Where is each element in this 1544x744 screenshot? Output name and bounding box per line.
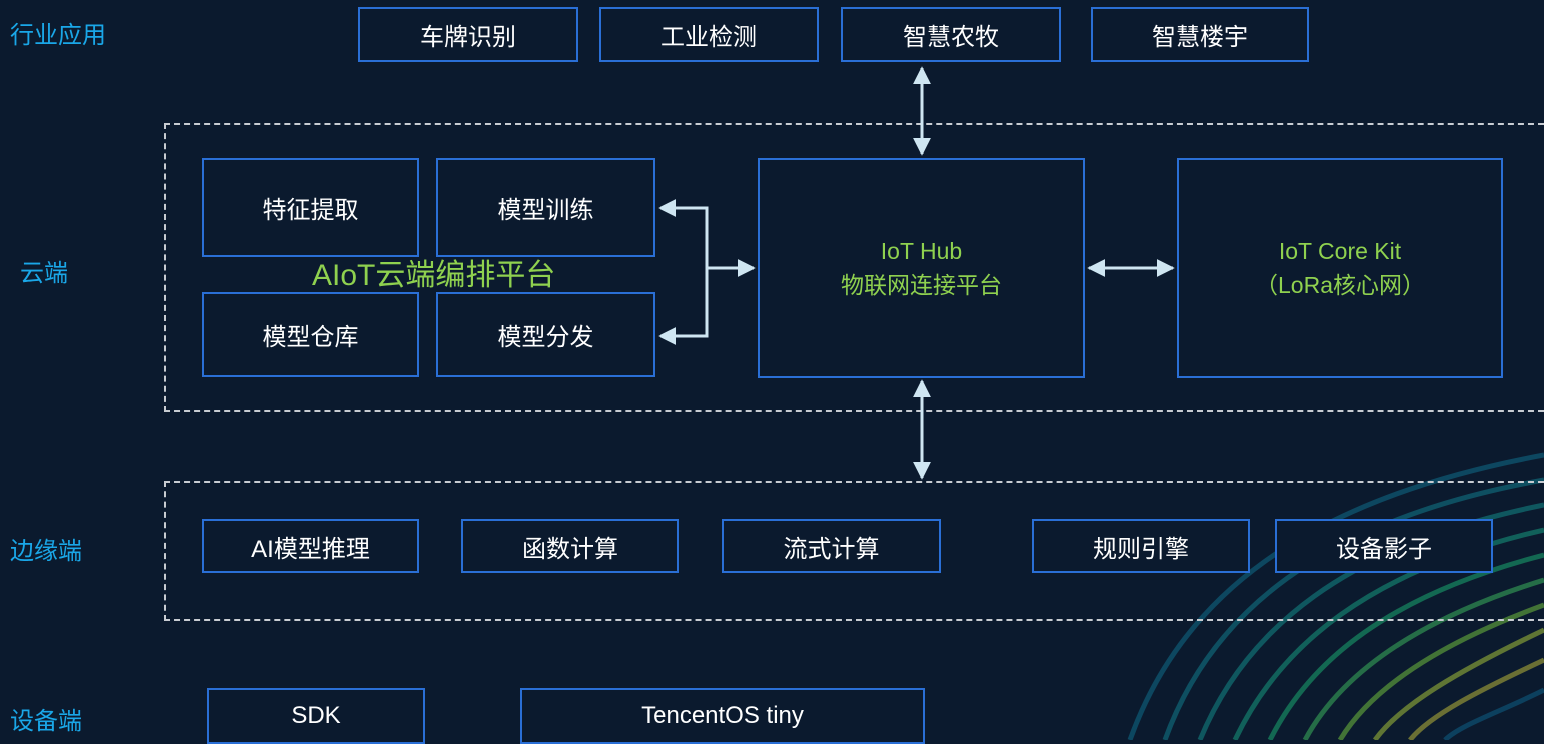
cloud-module-box: 模型分发: [436, 292, 655, 377]
iot-hub-name: IoT Hub: [880, 238, 963, 264]
industry-app-box: 智慧楼宇: [1091, 7, 1309, 62]
lane-label-edge: 边缘端: [10, 538, 82, 565]
cloud-region: [164, 123, 1544, 412]
iot-core-desc: （LoRa核心网）: [1255, 272, 1425, 298]
device-module-box: SDK: [207, 688, 425, 744]
industry-app-box: 工业检测: [599, 7, 819, 62]
edge-module-box: 函数计算: [461, 519, 679, 573]
cloud-module-box: 模型仓库: [202, 292, 419, 377]
iot-hub-desc: 物联网连接平台: [841, 272, 1002, 298]
industry-app-box: 车牌识别: [358, 7, 578, 62]
edge-region: [164, 481, 1544, 621]
arrow-bracket: [658, 199, 709, 345]
edge-module-box: 规则引擎: [1032, 519, 1250, 573]
iot-core-name: IoT Core Kit: [1278, 238, 1402, 264]
device-module-box: TencentOS tiny: [520, 688, 925, 744]
lane-label-device: 设备端: [10, 708, 82, 735]
edge-module-box: 流式计算: [722, 519, 941, 573]
platform-title: AIoT云端编排平台: [312, 259, 556, 292]
cloud-module-box: 模型训练: [436, 158, 655, 257]
cloud-module-box: 特征提取: [202, 158, 419, 257]
edge-module-box: AI模型推理: [202, 519, 419, 573]
lane-label-industry: 行业应用: [10, 22, 106, 49]
industry-app-box: 智慧农牧: [841, 7, 1061, 62]
iot-core-kit-box: IoT Core Kit （LoRa核心网）: [1177, 158, 1503, 378]
lane-label-cloud: 云端: [20, 260, 68, 287]
edge-module-box: 设备影子: [1275, 519, 1493, 573]
iot-hub-box: IoT Hub 物联网连接平台: [758, 158, 1085, 378]
